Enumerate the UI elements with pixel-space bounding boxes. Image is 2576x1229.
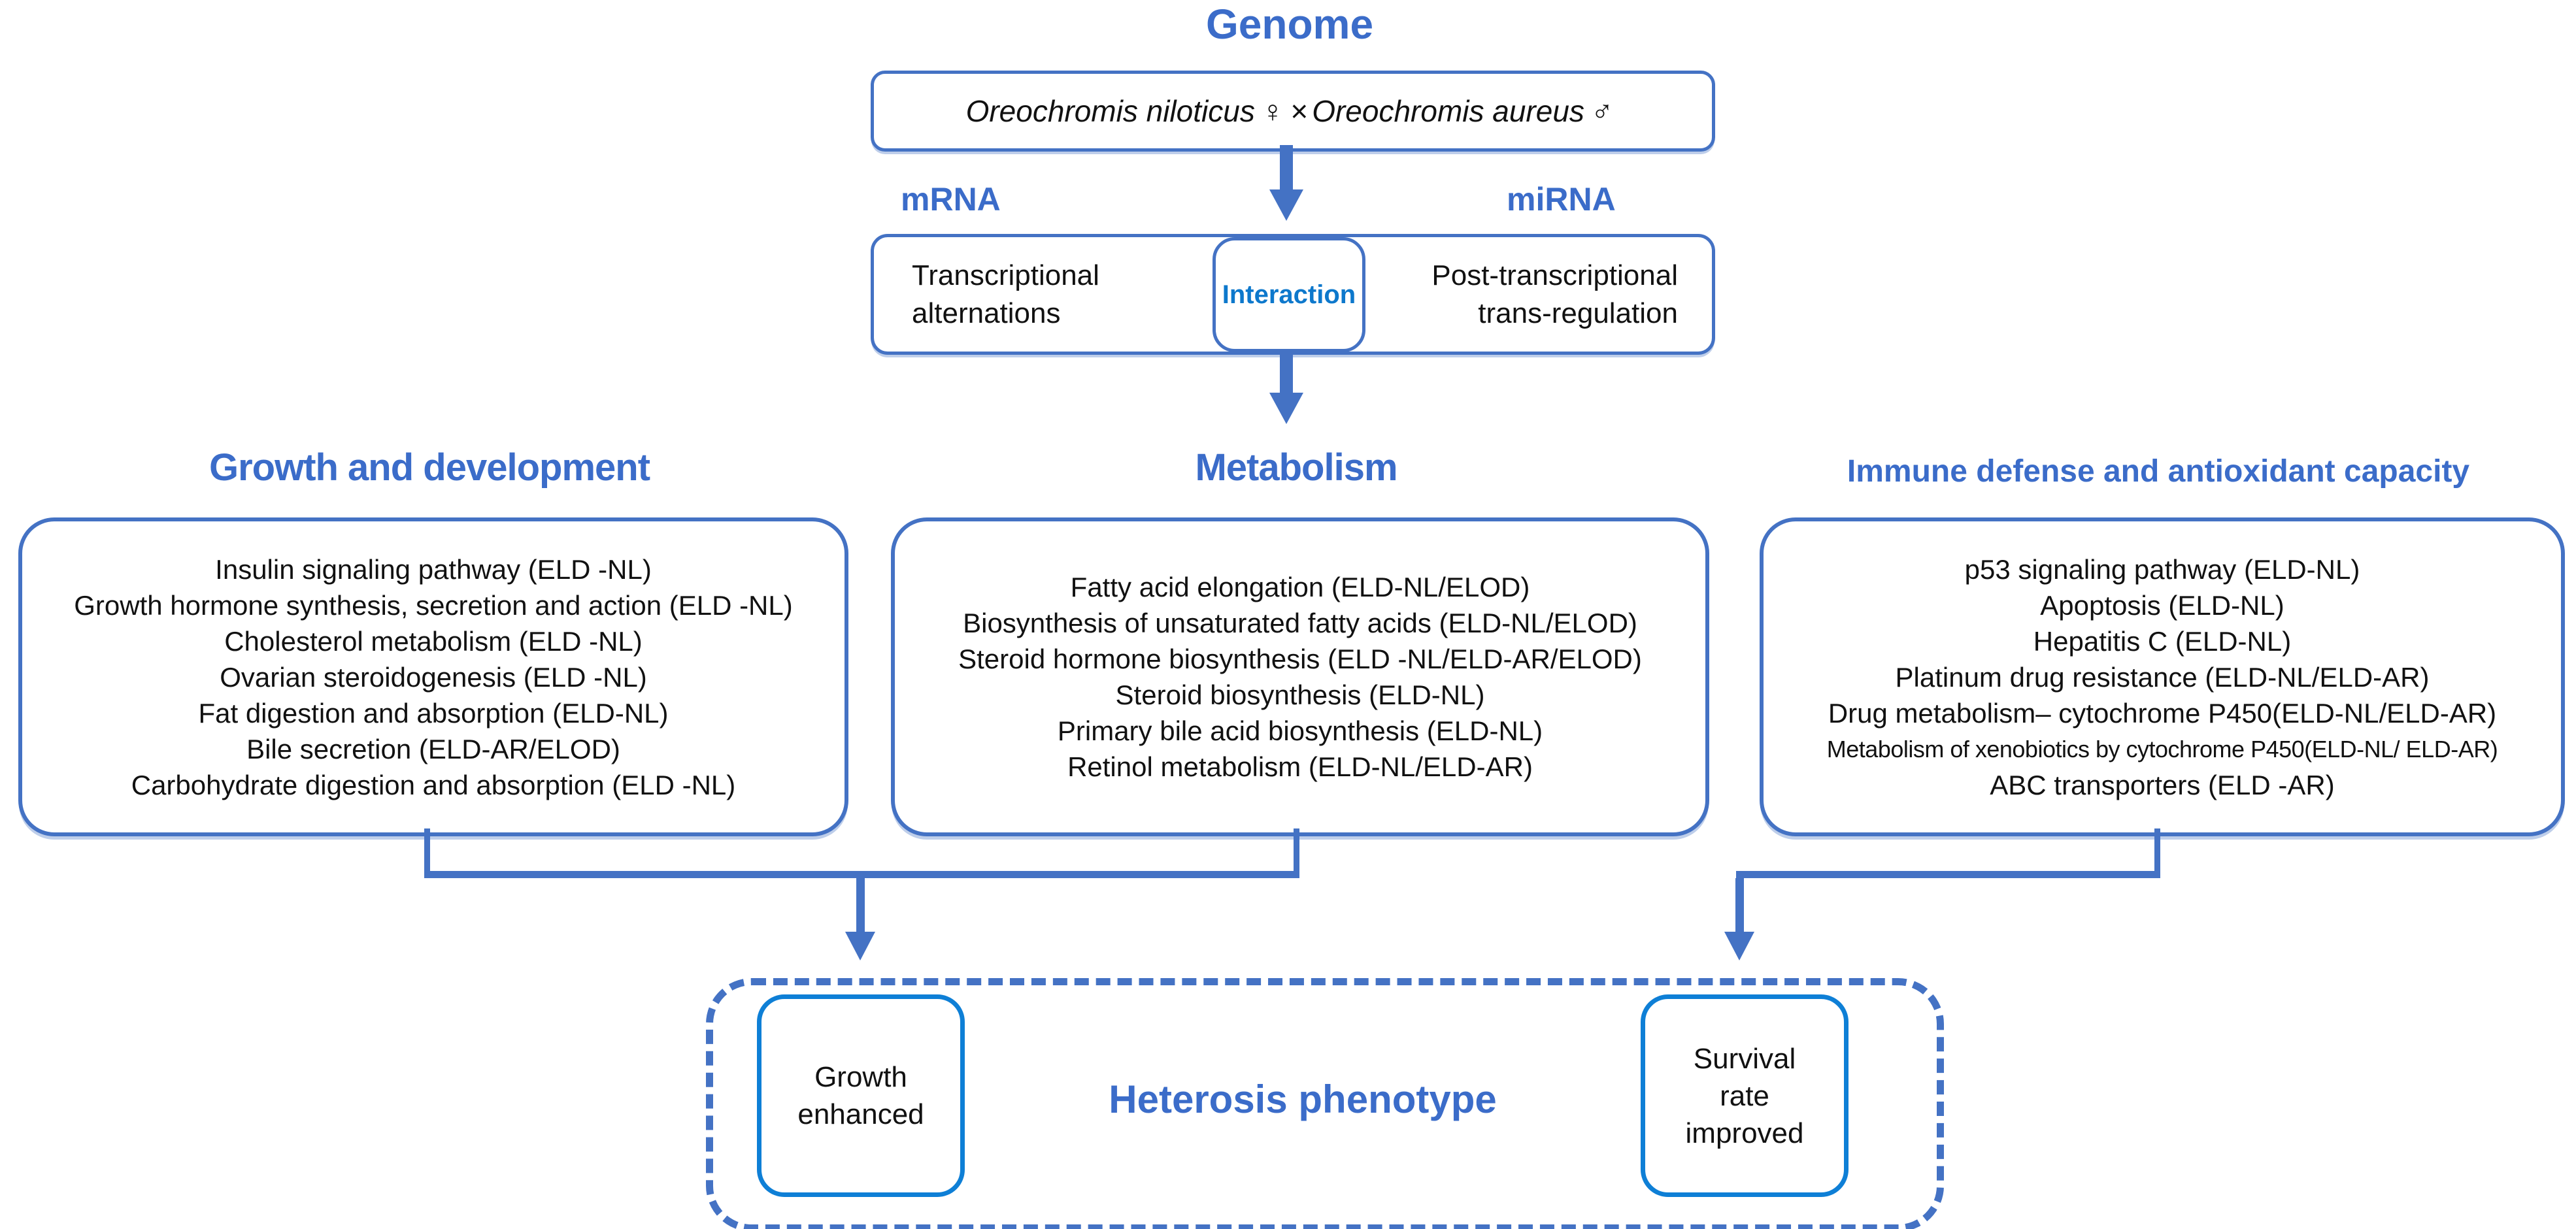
mrna-label: mRNA [901,181,1001,218]
connector-left-bracket [424,871,1299,878]
pathway-item: Metabolism of xenobiotics by cytochrome … [1826,735,2498,762]
pathway-item: Insulin signaling pathway (ELD -NL) [215,553,652,585]
pathway-item: Fatty acid elongation (ELD-NL/ELOD) [1070,572,1530,602]
heterosis-dashed-box [706,978,1944,1229]
arrow-rna-stem [1280,347,1293,394]
arrow-genome-head-icon [1269,189,1303,221]
female-symbol: ♀ [1261,94,1284,128]
section-title-metabolism: Metabolism [1195,446,1397,489]
mrna-cell-line2: alternations [912,297,1061,329]
pathway-item: p53 signaling pathway (ELD-NL) [1964,553,2360,585]
mirna-label: miRNA [1507,181,1616,218]
growth-enhanced-box: Growth enhanced [757,994,965,1197]
pathway-item: Drug metabolism– cytochrome P450(ELD-NL/… [1828,697,2497,729]
connector-growth-stem [424,828,430,876]
pathway-item: Steroid biosynthesis (ELD-NL) [1115,680,1485,710]
mrna-cell: Transcriptional alternations [912,257,1099,333]
pathway-item: Biosynthesis of unsaturated fatty acids … [963,608,1637,638]
heterosis-title: Heterosis phenotype [1109,1077,1497,1121]
mirna-cell-line2: trans-regulation [1478,297,1678,329]
growth-enhanced-line2: enhanced [797,1098,924,1130]
growth-enhanced-line1: Growth [814,1061,907,1093]
genome-title: Genome [1205,1,1374,48]
pathway-item: Cholesterol metabolism (ELD -NL) [224,625,643,657]
male-symbol: ♂ [1590,94,1614,128]
pathway-item: Carbohydrate digestion and absorption (E… [131,769,736,800]
pathway-item: Fat digestion and absorption (ELD-NL) [198,697,669,729]
connector-metabolism-stem [1294,828,1299,876]
interaction-box: Interaction [1213,237,1365,352]
section-title-growth: Growth and development [209,446,650,489]
survival-line3: improved [1685,1117,1804,1149]
pathway-item: Platinum drug resistance (ELD-NL/ELD-AR) [1895,661,2430,693]
pathway-item: Growth hormone synthesis, secretion and … [74,589,793,621]
immune-pathways-box: p53 signaling pathway (ELD-NL) Apoptosis… [1760,517,2565,836]
section-title-immune: Immune defense and antioxidant capacity [1847,454,2470,489]
connector-immune-stem [2154,828,2160,876]
pathway-item: Apoptosis (ELD-NL) [2040,589,2284,621]
survival-line2: rate [1720,1079,1769,1112]
mirna-cell: Post-transcriptional trans-regulation [1431,257,1678,333]
cross-times-symbol: × [1290,94,1309,128]
survival-improved-box: Survival rate improved [1641,994,1848,1197]
arrow-genome-stem [1280,145,1293,191]
arrow-survival-head-icon [1724,932,1754,960]
growth-pathways-box: Insulin signaling pathway (ELD -NL) Grow… [18,517,848,836]
interaction-label: Interaction [1222,280,1356,309]
pathway-item: Retinol metabolism (ELD-NL/ELD-AR) [1067,751,1533,782]
female-species-name: Oreochromis niloticus [965,94,1255,128]
connector-right-bracket [1736,871,2160,878]
arrow-growth-enhanced-head-icon [845,932,875,960]
pathway-item: Bile secretion (ELD-AR/ELOD) [246,733,620,764]
pathway-item: Hepatitis C (ELD-NL) [2033,625,2292,657]
metabolism-pathways-box: Fatty acid elongation (ELD-NL/ELOD) Bios… [891,517,1709,836]
mirna-cell-line1: Post-transcriptional [1431,259,1678,291]
arrow-survival-stem [1735,878,1744,933]
pathway-item: Primary bile acid biosynthesis (ELD-NL) [1057,715,1543,746]
mrna-cell-line1: Transcriptional [912,259,1099,291]
arrow-growth-enhanced-stem [856,878,865,933]
pathway-item: Steroid hormone biosynthesis (ELD -NL/EL… [958,644,1642,674]
pathway-item: Ovarian steroidogenesis (ELD -NL) [220,661,647,693]
male-species-name: Oreochromis aureus [1312,94,1584,128]
pathway-item: ABC transporters (ELD -AR) [1990,769,2335,800]
survival-line1: Survival [1693,1042,1796,1075]
species-cross-box: Oreochromis niloticus ♀ × Oreochromis au… [871,71,1715,152]
arrow-rna-head-icon [1269,393,1303,424]
